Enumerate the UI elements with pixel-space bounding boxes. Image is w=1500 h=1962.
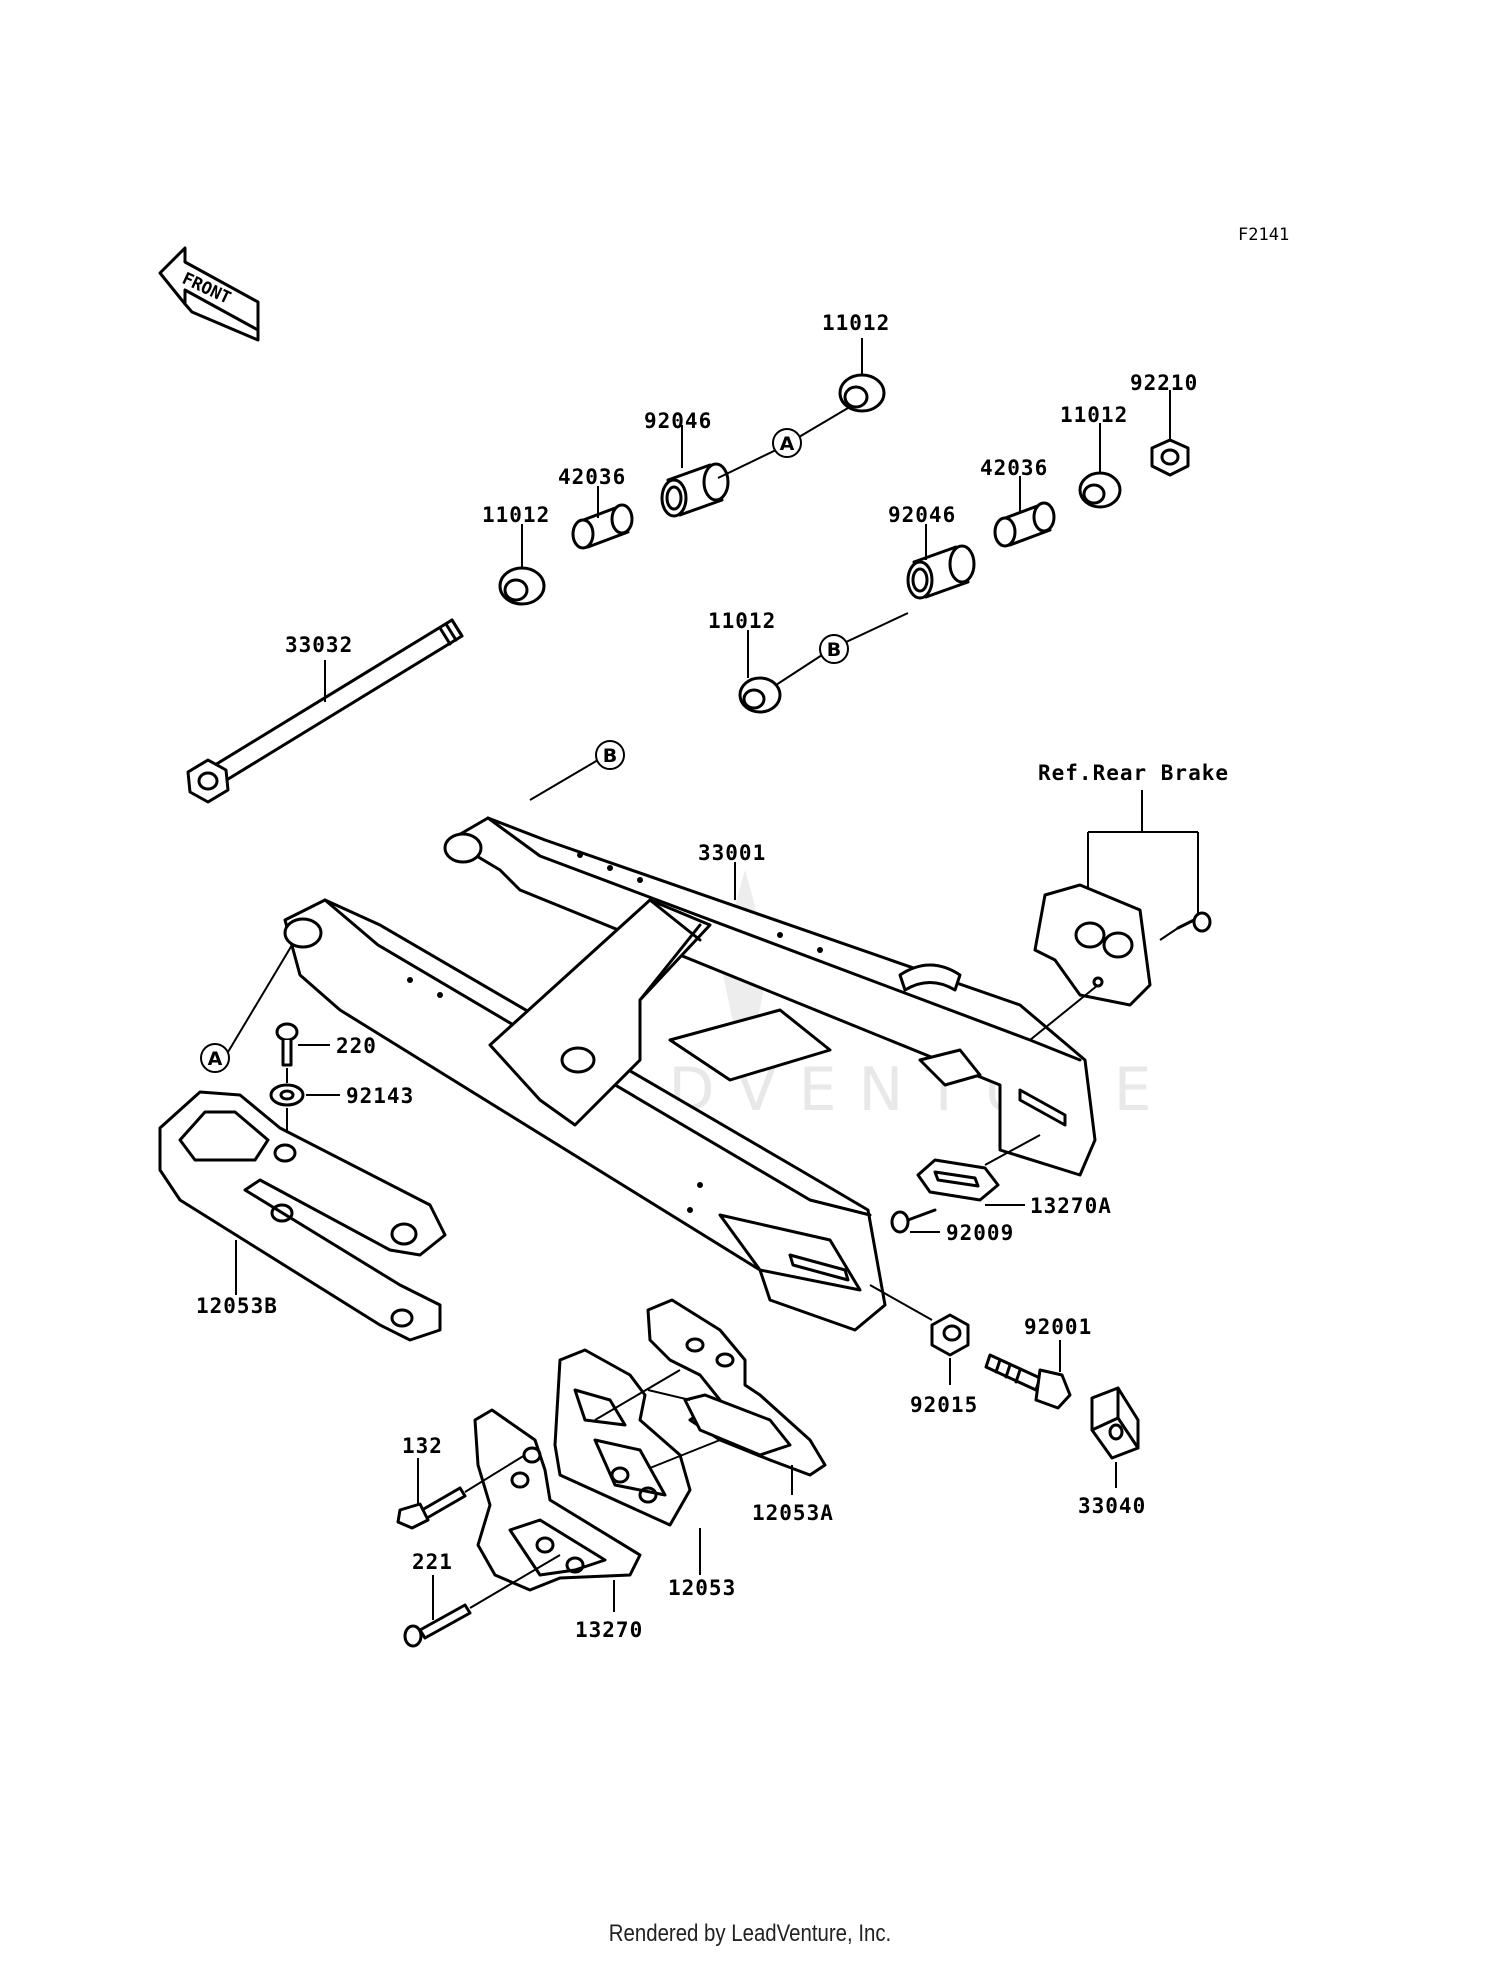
plate-13270[interactable] <box>473 1408 642 1592</box>
figure-code: F2141 <box>1238 225 1289 245</box>
label-33040: 33040 <box>1078 1494 1146 1518</box>
bolt-132[interactable] <box>396 1486 467 1530</box>
label-12053: 12053 <box>668 1576 736 1600</box>
callout-a-swingarm: A <box>200 1043 230 1073</box>
ref-rear-brake-note: Ref.Rear Brake <box>1038 761 1229 785</box>
nut-92210[interactable] <box>1150 438 1190 477</box>
callout-b-top: B <box>819 634 849 664</box>
label-13270: 13270 <box>575 1618 643 1642</box>
brake-bolt <box>1176 911 1212 933</box>
svg-text:B: B <box>827 639 841 661</box>
collar-11012-left[interactable] <box>498 566 546 606</box>
callout-b-swingarm: B <box>595 740 625 770</box>
label-12053b: 12053B <box>196 1294 278 1318</box>
swingarm-33001[interactable] <box>283 816 1097 1332</box>
label-92143: 92143 <box>346 1084 414 1108</box>
bearing-92046-top[interactable] <box>660 462 730 518</box>
chain-guide-12053b[interactable] <box>158 1090 447 1342</box>
label-132: 132 <box>402 1434 443 1458</box>
front-arrow-icon: FRONT <box>158 246 260 342</box>
pivot-shaft-33032[interactable] <box>186 618 464 804</box>
callout-a-top: A <box>772 428 802 458</box>
label-92015: 92015 <box>910 1393 978 1417</box>
label-12053a: 12053A <box>752 1501 834 1525</box>
washer-92143[interactable] <box>269 1083 305 1107</box>
label-92046-top: 92046 <box>644 409 712 433</box>
chain-guide-12053[interactable] <box>553 1348 692 1527</box>
label-92009: 92009 <box>946 1221 1014 1245</box>
screw-220[interactable] <box>275 1022 299 1067</box>
label-42036-right: 42036 <box>980 456 1048 480</box>
screw-221[interactable] <box>403 1603 472 1648</box>
brake-bracket <box>1033 883 1152 1007</box>
collar-11012-right[interactable] <box>1078 471 1122 509</box>
collar-11012-lower[interactable] <box>738 676 782 714</box>
bolt-92001[interactable] <box>984 1353 1072 1410</box>
label-13270a: 13270A <box>1030 1194 1112 1218</box>
plate-13270a[interactable] <box>916 1158 1000 1202</box>
svg-text:A: A <box>208 1048 223 1070</box>
svg-text:B: B <box>603 745 617 767</box>
screw-92009[interactable] <box>890 1208 937 1234</box>
nut-92015[interactable] <box>930 1313 970 1357</box>
spacer-33040[interactable] <box>1090 1386 1140 1460</box>
label-42036-left: 42036 <box>558 465 626 489</box>
label-220: 220 <box>336 1034 377 1058</box>
label-92046-mid: 92046 <box>888 503 956 527</box>
label-11012-right: 11012 <box>1060 403 1128 427</box>
label-11012-top: 11012 <box>822 311 890 335</box>
collar-42036-left[interactable] <box>571 503 634 550</box>
collar-42036-right[interactable] <box>993 501 1056 548</box>
label-92210: 92210 <box>1130 371 1198 395</box>
label-92001: 92001 <box>1024 1315 1092 1339</box>
label-33001: 33001 <box>698 841 766 865</box>
label-11012-left: 11012 <box>482 503 550 527</box>
chain-guide-12053a[interactable] <box>646 1298 827 1477</box>
svg-text:A: A <box>780 433 795 455</box>
bearing-92046-mid[interactable] <box>906 544 976 600</box>
collar-11012-top[interactable] <box>838 373 886 413</box>
label-33032: 33032 <box>285 633 353 657</box>
footer-credit: Rendered by LeadVenture, Inc. <box>608 1920 892 1947</box>
label-221: 221 <box>412 1550 453 1574</box>
label-11012-lower: 11012 <box>708 609 776 633</box>
